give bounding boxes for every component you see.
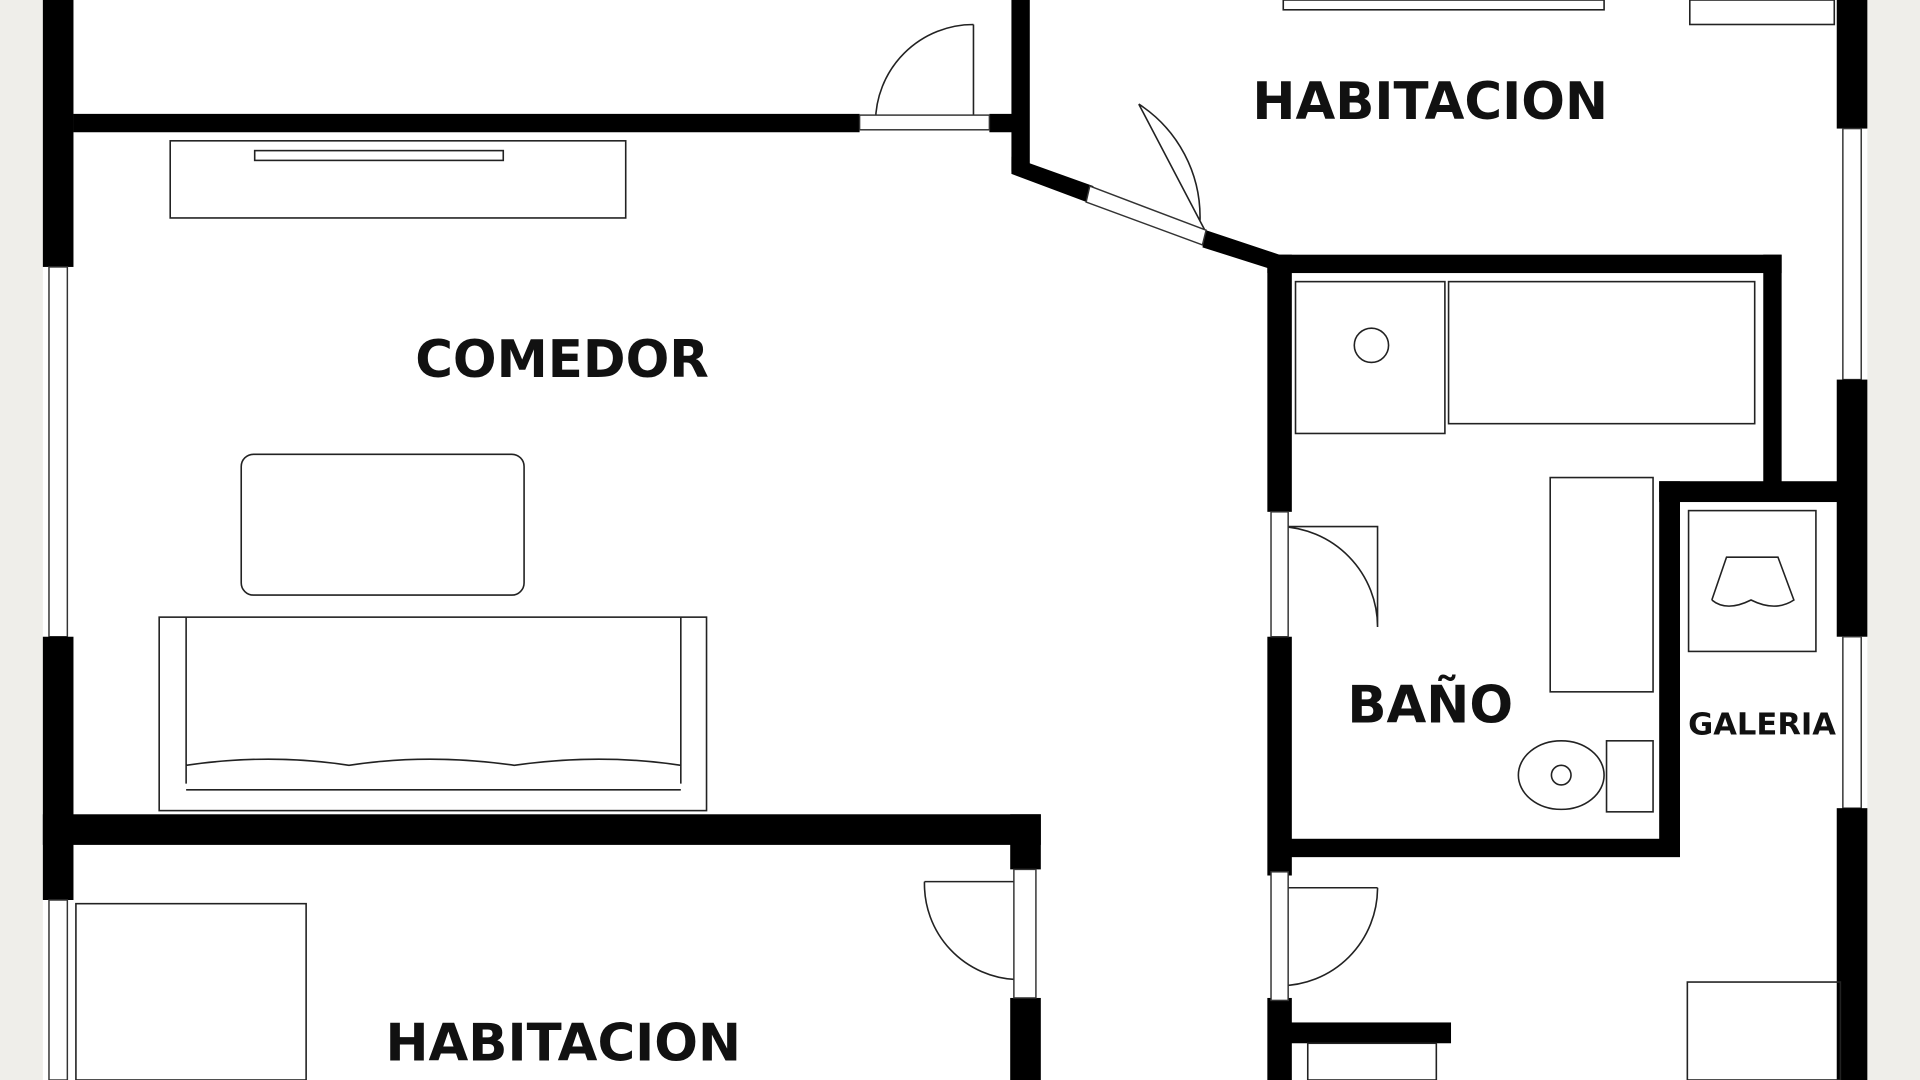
furniture bbox=[75, 0, 1842, 1080]
walls bbox=[42, 0, 1868, 1080]
room-labels: HABITACION COMEDOR BAÑO GALERIA HABITACI… bbox=[385, 72, 1836, 1074]
sink bbox=[1294, 280, 1446, 435]
doors bbox=[858, 23, 1379, 1002]
bed bbox=[75, 902, 307, 1080]
label-bano: BAÑO bbox=[1347, 674, 1513, 735]
toilet bbox=[1517, 740, 1605, 811]
label-habitacion-top: HABITACION bbox=[1252, 72, 1608, 132]
door-swing bbox=[1279, 525, 1379, 627]
window bbox=[48, 899, 69, 1080]
label-habitacion-bottom: HABITACION bbox=[385, 1013, 741, 1073]
door-swing bbox=[874, 23, 975, 123]
cabinet bbox=[1549, 476, 1654, 693]
label-galeria: GALERIA bbox=[1688, 708, 1836, 743]
window bbox=[1842, 636, 1862, 809]
window bbox=[48, 266, 69, 638]
door-swing bbox=[923, 880, 1017, 981]
bed bbox=[1282, 0, 1605, 11]
window bbox=[1842, 127, 1862, 381]
door-swing bbox=[1279, 886, 1379, 987]
label-comedor: COMEDOR bbox=[415, 330, 709, 390]
coffee-table bbox=[240, 453, 525, 596]
bed bbox=[1686, 981, 1842, 1080]
sofa bbox=[158, 616, 708, 812]
floor-area bbox=[42, 0, 1868, 1080]
shower bbox=[1447, 280, 1756, 425]
sideboard bbox=[169, 140, 627, 219]
door-swing bbox=[1138, 103, 1207, 234]
washing-machine bbox=[1687, 509, 1817, 653]
